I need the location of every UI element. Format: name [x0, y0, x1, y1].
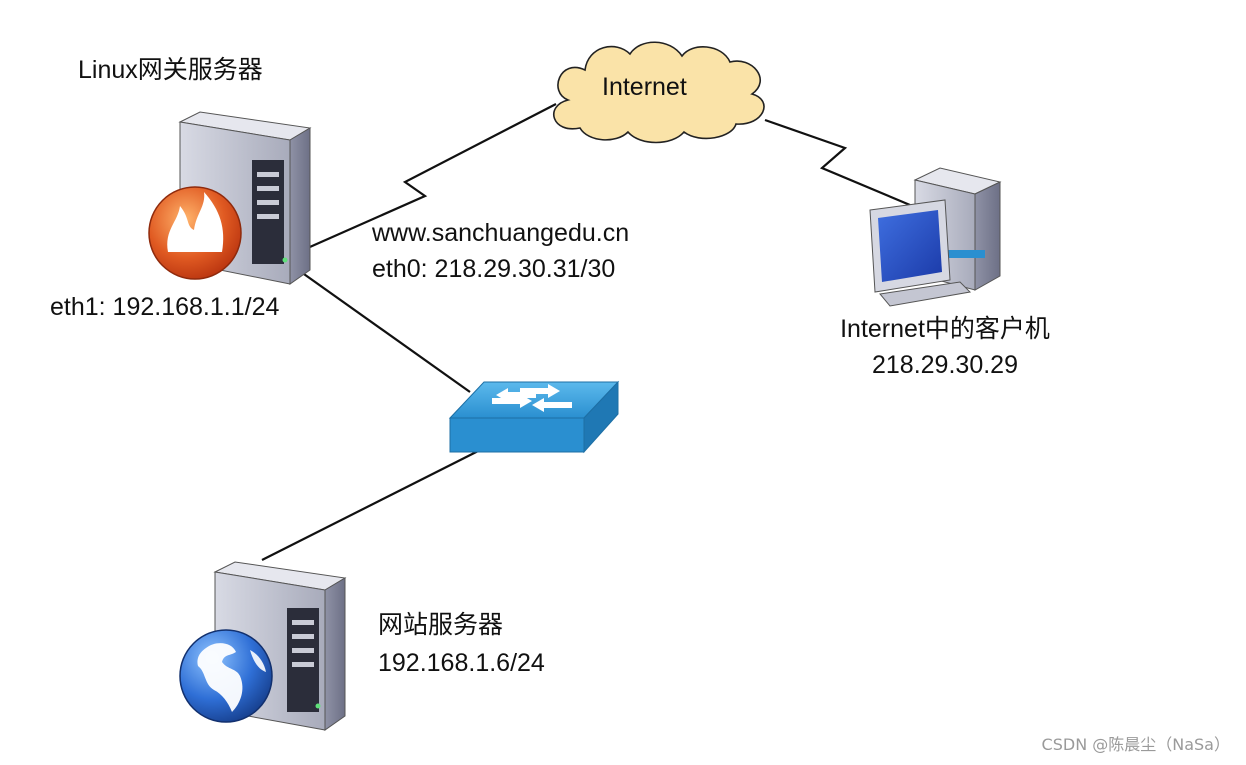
webserver-ip: 192.168.1.6/24 — [378, 649, 545, 677]
link-internet-client — [764, 118, 911, 207]
client-title: Internet中的客户机 — [840, 315, 1050, 343]
webserver-title: 网站服务器 — [378, 611, 504, 639]
web-server-globe-icon — [179, 561, 347, 731]
gateway-hostname: www.sanchuangedu.cn — [372, 219, 630, 247]
watermark: CSDN @陈晨尘（NaSa） — [1041, 735, 1230, 754]
firewall-flame-icon — [148, 186, 242, 280]
connection-lines — [261, 103, 911, 561]
gateway-title: Linux网关服务器 — [78, 56, 263, 84]
link-gateway-internet — [284, 103, 557, 260]
internet-label: Internet — [602, 73, 687, 101]
firewall-server-icon — [148, 111, 312, 285]
gateway-eth0: eth0: 218.29.30.31/30 — [372, 255, 616, 283]
link-gateway-switch — [286, 261, 471, 393]
link-switch-webserver — [261, 439, 501, 561]
desktop-computer-icon — [869, 167, 1002, 307]
gateway-eth1: eth1: 192.168.1.1/24 — [50, 293, 280, 321]
cloud-icon — [553, 41, 765, 144]
network-switch-icon — [448, 380, 620, 454]
globe-icon — [179, 629, 273, 723]
client-ip: 218.29.30.29 — [872, 351, 1018, 379]
